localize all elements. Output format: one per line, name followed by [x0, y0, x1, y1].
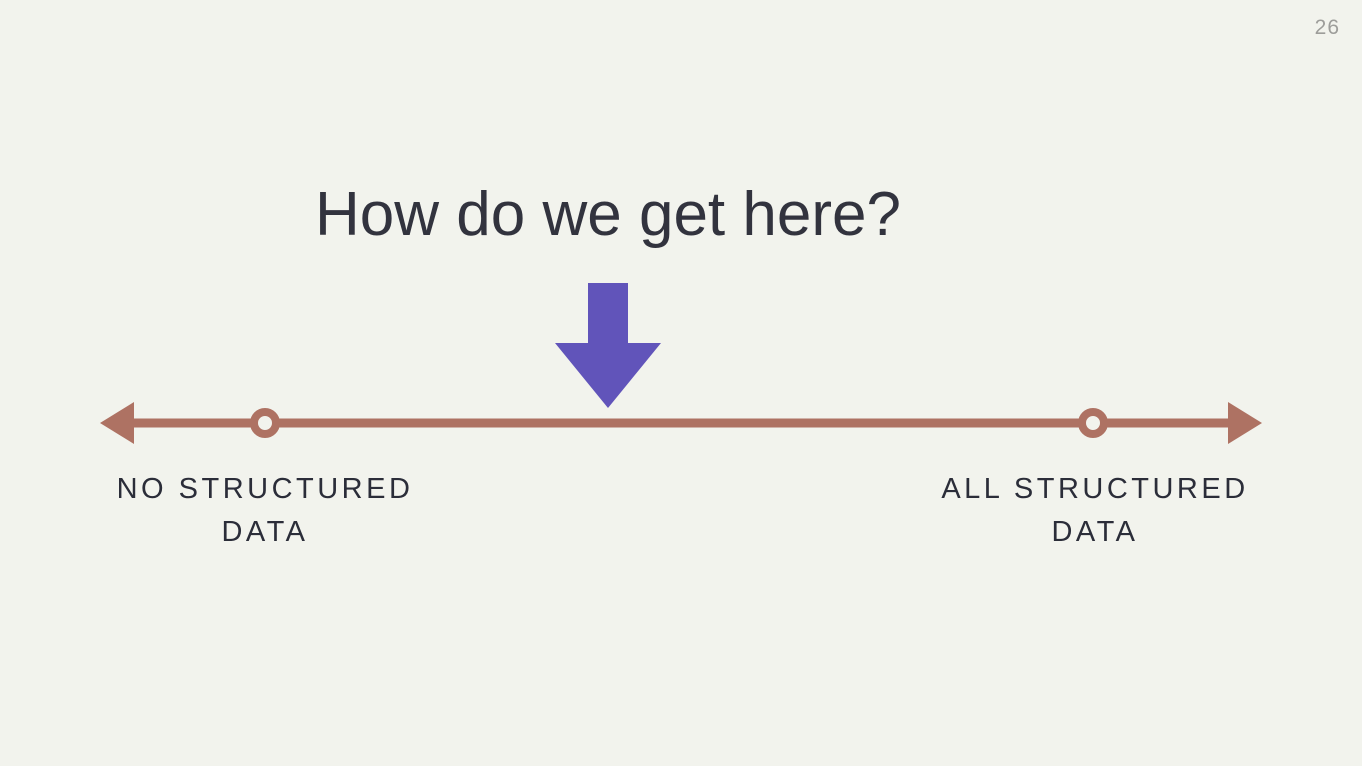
left-arrowhead-icon [100, 402, 134, 444]
right-arrowhead-icon [1228, 402, 1262, 444]
page-number: 26 [1314, 16, 1340, 39]
slide-title: How do we get here? [315, 180, 901, 249]
right-point-marker [1078, 408, 1108, 438]
down-arrow-icon [555, 283, 661, 408]
spectrum-axis [100, 402, 1262, 444]
down-arrow-shape [555, 283, 661, 408]
axis-label-all-structured-data: ALL STRUCTURED DATA [941, 473, 1249, 548]
axis-label-no-structured-data: NO STRUCTURED DATA [116, 473, 414, 548]
left-point-marker [250, 408, 280, 438]
